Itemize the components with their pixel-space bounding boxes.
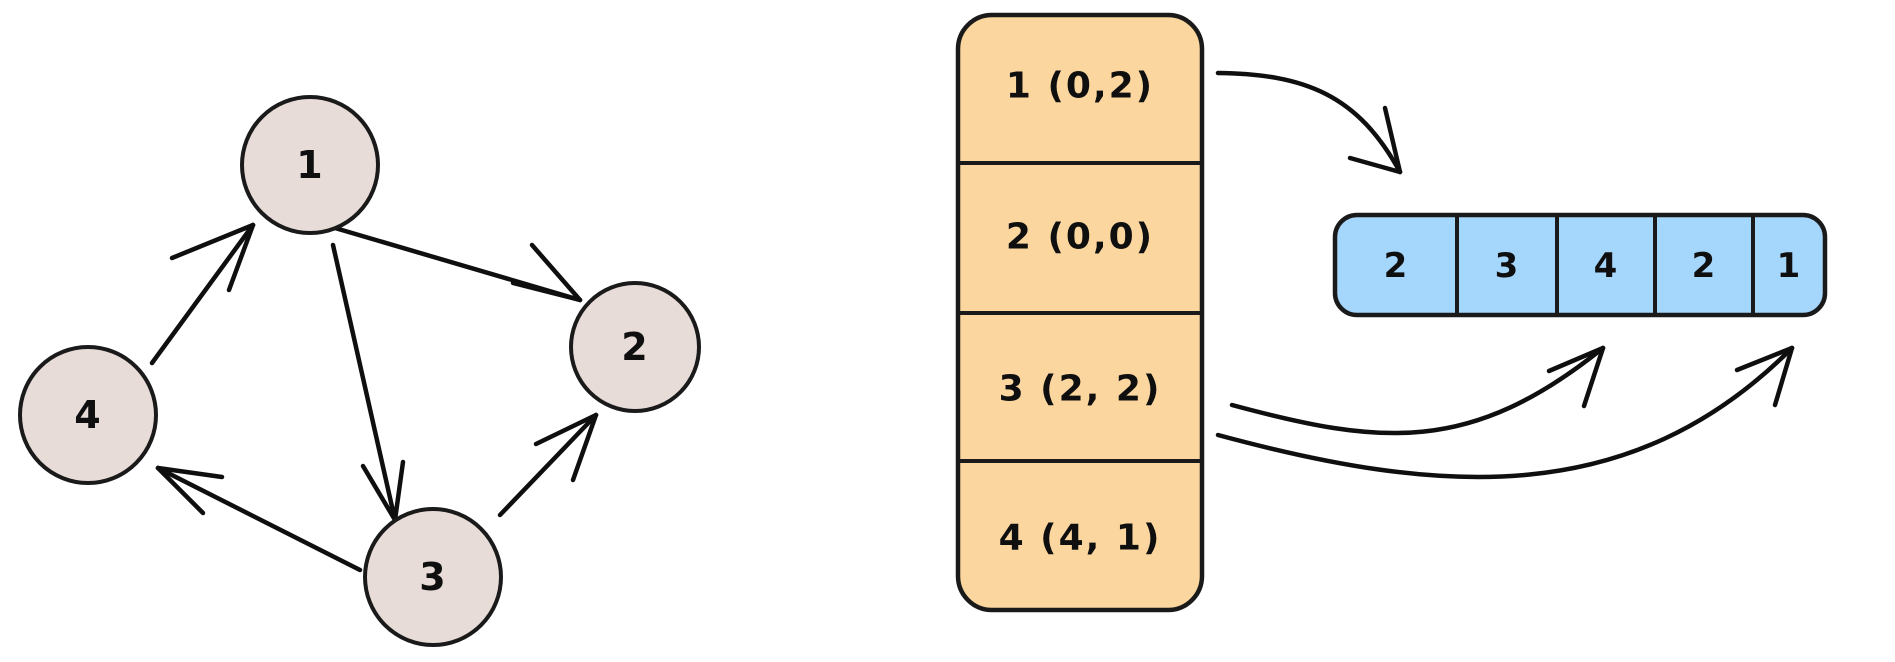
pointer-arrows [1215, 70, 1795, 480]
edge-1-to-2 [332, 225, 583, 303]
graph-node-2[interactable] [569, 281, 701, 413]
adjacency-array[interactable] [1332, 212, 1828, 318]
edge-3-to-2 [497, 412, 599, 518]
edge-3-to-4 [155, 465, 363, 573]
node-offset-table[interactable] [955, 12, 1205, 613]
graph-nodes [18, 95, 701, 647]
pointer-row4-to-cell5 [1215, 345, 1795, 480]
pointer-row1-to-cell1 [1215, 70, 1403, 175]
graph-node-3[interactable] [363, 507, 503, 647]
edge-4-to-1 [149, 222, 256, 366]
edge-1-to-3 [330, 242, 406, 523]
graph-node-1[interactable] [240, 95, 380, 235]
pointer-row3-to-cell3 [1229, 345, 1606, 436]
graph-edges [149, 222, 599, 573]
graph-node-4[interactable] [18, 345, 158, 485]
